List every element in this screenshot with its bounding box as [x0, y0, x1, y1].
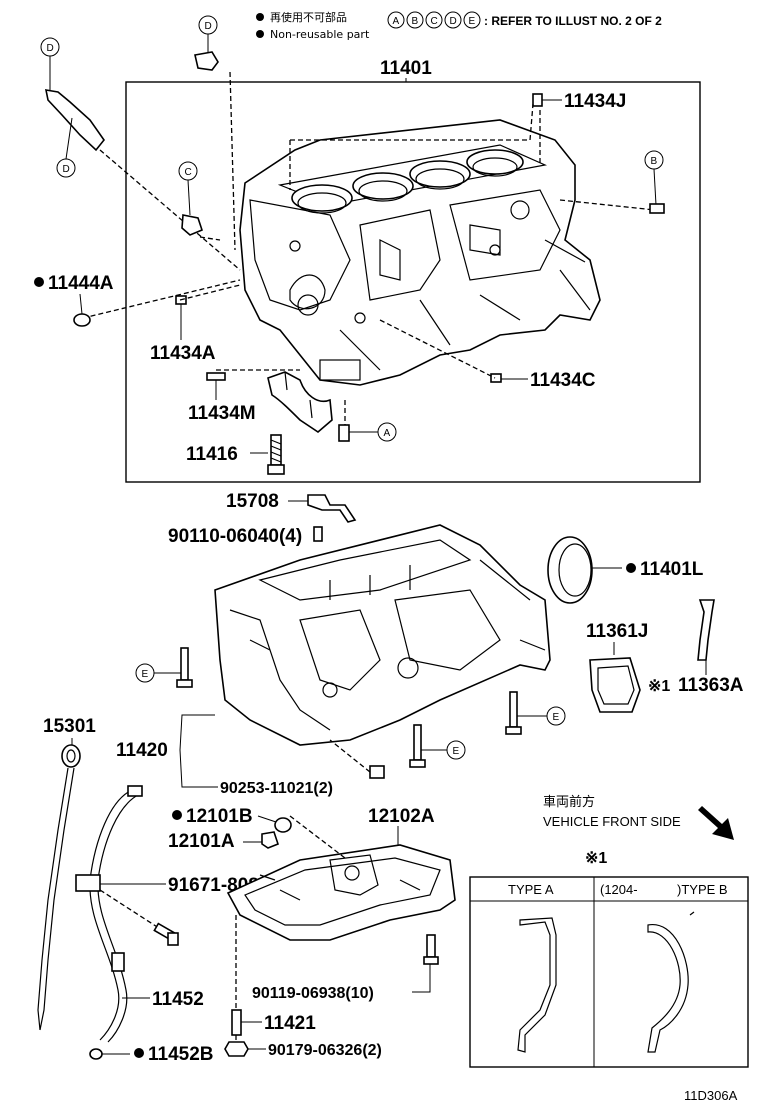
callout-a-letter: A [384, 428, 391, 439]
ref-letter-b: B [412, 16, 419, 27]
stud-11421 [231, 1009, 242, 1036]
part-11434a-label: 11434A [150, 343, 216, 364]
o-ring-11452b [89, 1048, 103, 1060]
part-11361j-label: 11361J [586, 621, 648, 642]
part-11416-label: 11416 [186, 444, 238, 465]
ref-letter-a: A [393, 16, 400, 27]
bolt-11416 [267, 434, 285, 475]
ref-letter-c: C [431, 16, 438, 27]
part-90179-label: 90179-06326(2) [268, 1042, 382, 1059]
ref-letter-d: D [450, 16, 457, 27]
oil-pan-12102a [226, 844, 456, 941]
part-11421-label: 11421 [264, 1013, 316, 1034]
part-15301-label: 15301 [43, 716, 96, 737]
legend-non-reusable-en: Non-reusable part [270, 28, 370, 41]
nut-90179 [224, 1041, 249, 1057]
part-11452b-label: 11452B [148, 1044, 214, 1065]
callout-e-middle-letter: E [453, 746, 460, 757]
part-11434c-label: 11434C [530, 370, 596, 391]
ref-letter-e: E [469, 16, 476, 27]
ref-letters: A B C D E [387, 11, 481, 29]
bolt-91671 [153, 922, 179, 946]
dipstick-guide-11452 [75, 785, 143, 1043]
part-12101b-label: 12101B [186, 806, 253, 827]
refer-text: : REFER TO ILLUST NO. 2 OF 2 [484, 14, 662, 28]
callout-d-left-top-letter: D [47, 43, 54, 54]
non-reusable-dot-icon [256, 30, 264, 38]
type-b-prefix: (1204- [600, 882, 638, 897]
note-mark-1: ※1 [648, 678, 670, 695]
oil-jet-15708 [307, 494, 357, 523]
cylinder-block-frame [125, 81, 701, 483]
type-b-plate [647, 911, 695, 1053]
arrow-down-right-icon [698, 806, 734, 840]
non-reusable-dot-icon [34, 277, 44, 287]
part-11401l-label: 11401L [640, 559, 704, 580]
type-b-header: )TYPE B [677, 882, 728, 897]
bolt-e-right [505, 691, 522, 735]
plug-c [181, 214, 203, 236]
plug-a [338, 424, 350, 442]
part-11401-label: 11401 [380, 58, 432, 79]
type-a-plate [517, 917, 557, 1053]
part-90110-label: 90110-06040(4) [168, 526, 302, 547]
callout-e-left-letter: E [142, 669, 149, 680]
plug-b [649, 203, 665, 214]
dowel-90253 [369, 765, 385, 779]
legend: 再使用不可部品 Non-reusable part A B C D E : RE… [256, 10, 662, 41]
oil-switch-assembly [44, 89, 105, 152]
crankcase-11420 [214, 524, 551, 746]
callout-d-top-letter: D [205, 21, 212, 32]
non-reusable-dot-icon [626, 563, 636, 573]
part-15708-label: 15708 [226, 491, 279, 512]
bolt-e-middle [409, 724, 426, 768]
plug-12101a [261, 831, 279, 849]
o-ring-11444a [73, 313, 91, 327]
bolt-90119 [423, 934, 439, 965]
cylinder-block [239, 119, 601, 386]
part-11444a-label: 11444A [48, 273, 114, 294]
legend-non-reusable-jp: 再使用不可部品 [270, 10, 347, 24]
part-11363a-label: 11363A [678, 675, 744, 696]
pin-11434j [532, 93, 543, 107]
part-12102a-label: 12102A [368, 806, 435, 827]
callout-c-letter: C [185, 167, 192, 178]
oil-jet-fitting [194, 51, 219, 71]
front-label-jp: 車両前方 [543, 794, 595, 809]
types-note-mark: ※1 [585, 850, 607, 867]
callout-a [377, 422, 397, 442]
part-90119-label: 90119-06938(10) [252, 985, 374, 1002]
bearing-cap [267, 371, 333, 434]
callout-d-left-bottom-letter: D [63, 164, 70, 175]
dipstick-15301 [37, 744, 81, 1031]
part-11434j-label: 11434J [564, 91, 626, 112]
part-11434m-label: 11434M [188, 403, 256, 424]
front-label-en: VEHICLE FRONT SIDE [543, 814, 681, 829]
non-reusable-dot-icon [256, 13, 264, 21]
pin-11434c [490, 373, 502, 383]
type-a-header: TYPE A [508, 882, 554, 897]
bolt-90110 [313, 526, 323, 542]
gasket-12101b [274, 817, 292, 833]
illustration-id: 11D306A [684, 1088, 738, 1103]
non-reusable-dot-icon [172, 810, 182, 820]
plate-11363a [697, 599, 715, 661]
types-table [469, 876, 749, 1068]
part-11452-label: 11452 [152, 989, 204, 1010]
callout-e-right-letter: E [553, 712, 560, 723]
cover-11361j [589, 657, 641, 713]
oil-seal-11401l [547, 536, 593, 604]
pin-11434m [206, 372, 226, 381]
non-reusable-dot-icon [134, 1048, 144, 1058]
bolt-e-left [176, 647, 193, 688]
part-12101a-label: 12101A [168, 831, 235, 852]
part-90253-label: 90253-11021(2) [220, 780, 333, 797]
part-11420-label: 11420 [116, 740, 168, 761]
callout-b-letter: B [651, 156, 658, 167]
